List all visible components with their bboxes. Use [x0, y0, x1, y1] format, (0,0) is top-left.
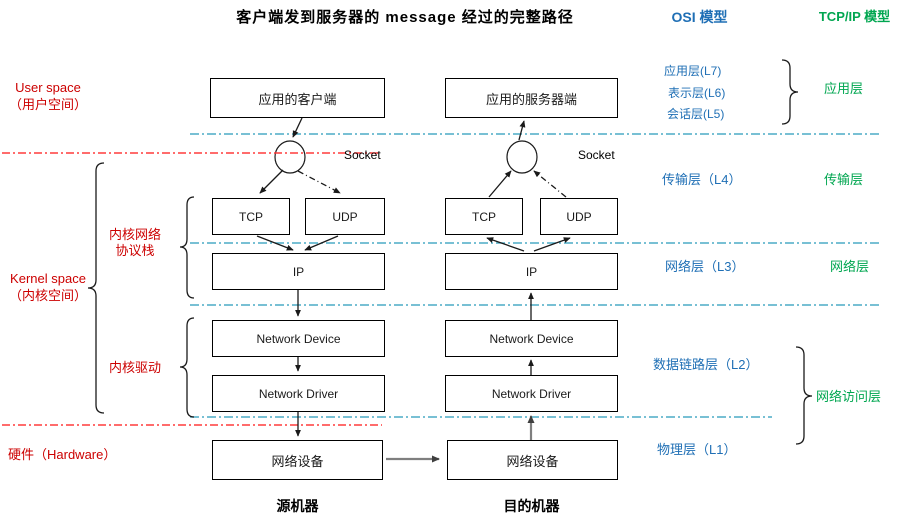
network-access-layer-brace	[795, 346, 813, 445]
socket-circle-source	[274, 140, 306, 174]
arrow-udp-to-ip-source	[304, 235, 339, 251]
network-device-box-source: Network Device	[212, 320, 385, 357]
page-title: 客户端发到服务器的 message 经过的完整路径	[236, 9, 574, 26]
kernel-driver-brace	[179, 317, 195, 418]
arrow-tcp-to-socket-dest	[488, 170, 512, 198]
arrow-socket-to-app-dest	[518, 120, 526, 141]
kernel-space-brace	[87, 162, 105, 414]
kernel-network-stack-line1: 内核网络	[108, 227, 161, 242]
dest-flow-arrows	[486, 120, 571, 375]
osi-app-layers-brace	[781, 59, 799, 125]
user-space-label-zh: （用户空间）	[8, 97, 87, 112]
network-device-box-dest: Network Device	[445, 320, 618, 357]
server-app-box: 应用的服务器端	[445, 78, 618, 118]
arrow-tcp-to-ip-source	[256, 235, 294, 251]
osi-layer-l5: 会话层(L5)	[667, 107, 725, 121]
kernel-stack-brace	[179, 196, 195, 299]
dest-machine-caption: 目的机器	[503, 498, 560, 514]
arrow-ip-to-udp-dest	[533, 237, 571, 252]
kernel-driver-label: 内核驱动	[108, 360, 161, 375]
source-machine-caption: 源机器	[276, 498, 319, 514]
osi-layer-l1: 物理层（L1）	[657, 442, 737, 457]
kernel-network-stack-label: 内核网络 协议栈	[98, 227, 172, 259]
tcpip-layer-network-access: 网络访问层	[816, 389, 882, 404]
tcpip-layer-network: 网络层	[830, 259, 870, 274]
kernel-space-label-zh: （内核空间）	[8, 288, 87, 303]
arrow-udp-to-socket-dest	[533, 170, 567, 198]
udp-box-dest: UDP	[540, 198, 618, 235]
osi-layer-l7: 应用层(L7)	[664, 64, 722, 78]
ip-box-source: IP	[212, 253, 385, 290]
section-divider-lines	[2, 133, 882, 426]
tcp-box-dest: TCP	[445, 198, 523, 235]
kernel-network-stack-line2: 协议栈	[115, 243, 155, 258]
osi-model-header: OSI 模型	[671, 9, 728, 25]
osi-layer-l6: 表示层(L6)	[668, 86, 726, 100]
arrow-app-to-socket-source	[292, 117, 303, 138]
tcpip-layer-application: 应用层	[824, 81, 864, 96]
socket-label-dest: Socket	[578, 148, 615, 162]
arrow-socket-to-tcp-source	[259, 169, 284, 194]
user-space-label-en: User space	[15, 80, 81, 95]
tcp-box-source: TCP	[212, 198, 290, 235]
udp-box-source: UDP	[305, 198, 385, 235]
ip-box-dest: IP	[445, 253, 618, 290]
grouping-braces	[87, 59, 813, 445]
kernel-space-label-en: Kernel space	[10, 271, 86, 286]
nic-box-source: 网络设备	[212, 440, 383, 480]
network-driver-box-dest: Network Driver	[445, 375, 618, 412]
osi-layer-l2: 数据链路层（L2）	[653, 357, 759, 372]
osi-layer-l4: 传输层（L4）	[662, 172, 742, 187]
arrow-ip-to-tcp-dest	[486, 237, 525, 252]
source-flow-arrows	[256, 117, 341, 437]
tcpip-layer-transport: 传输层	[824, 172, 864, 187]
network-driver-box-source: Network Driver	[212, 375, 385, 412]
tcpip-model-header: TCP/IP 模型	[818, 9, 891, 24]
physical-path-arrows	[386, 415, 535, 463]
hardware-label: 硬件（Hardware）	[8, 447, 117, 462]
socket-label-source: Socket	[344, 148, 381, 162]
client-app-box: 应用的客户端	[210, 78, 385, 118]
nic-box-dest: 网络设备	[447, 440, 618, 480]
osi-layer-l3: 网络层（L3）	[665, 259, 745, 274]
arrow-socket-to-udp-source	[297, 170, 341, 194]
socket-circle-dest	[506, 140, 538, 174]
